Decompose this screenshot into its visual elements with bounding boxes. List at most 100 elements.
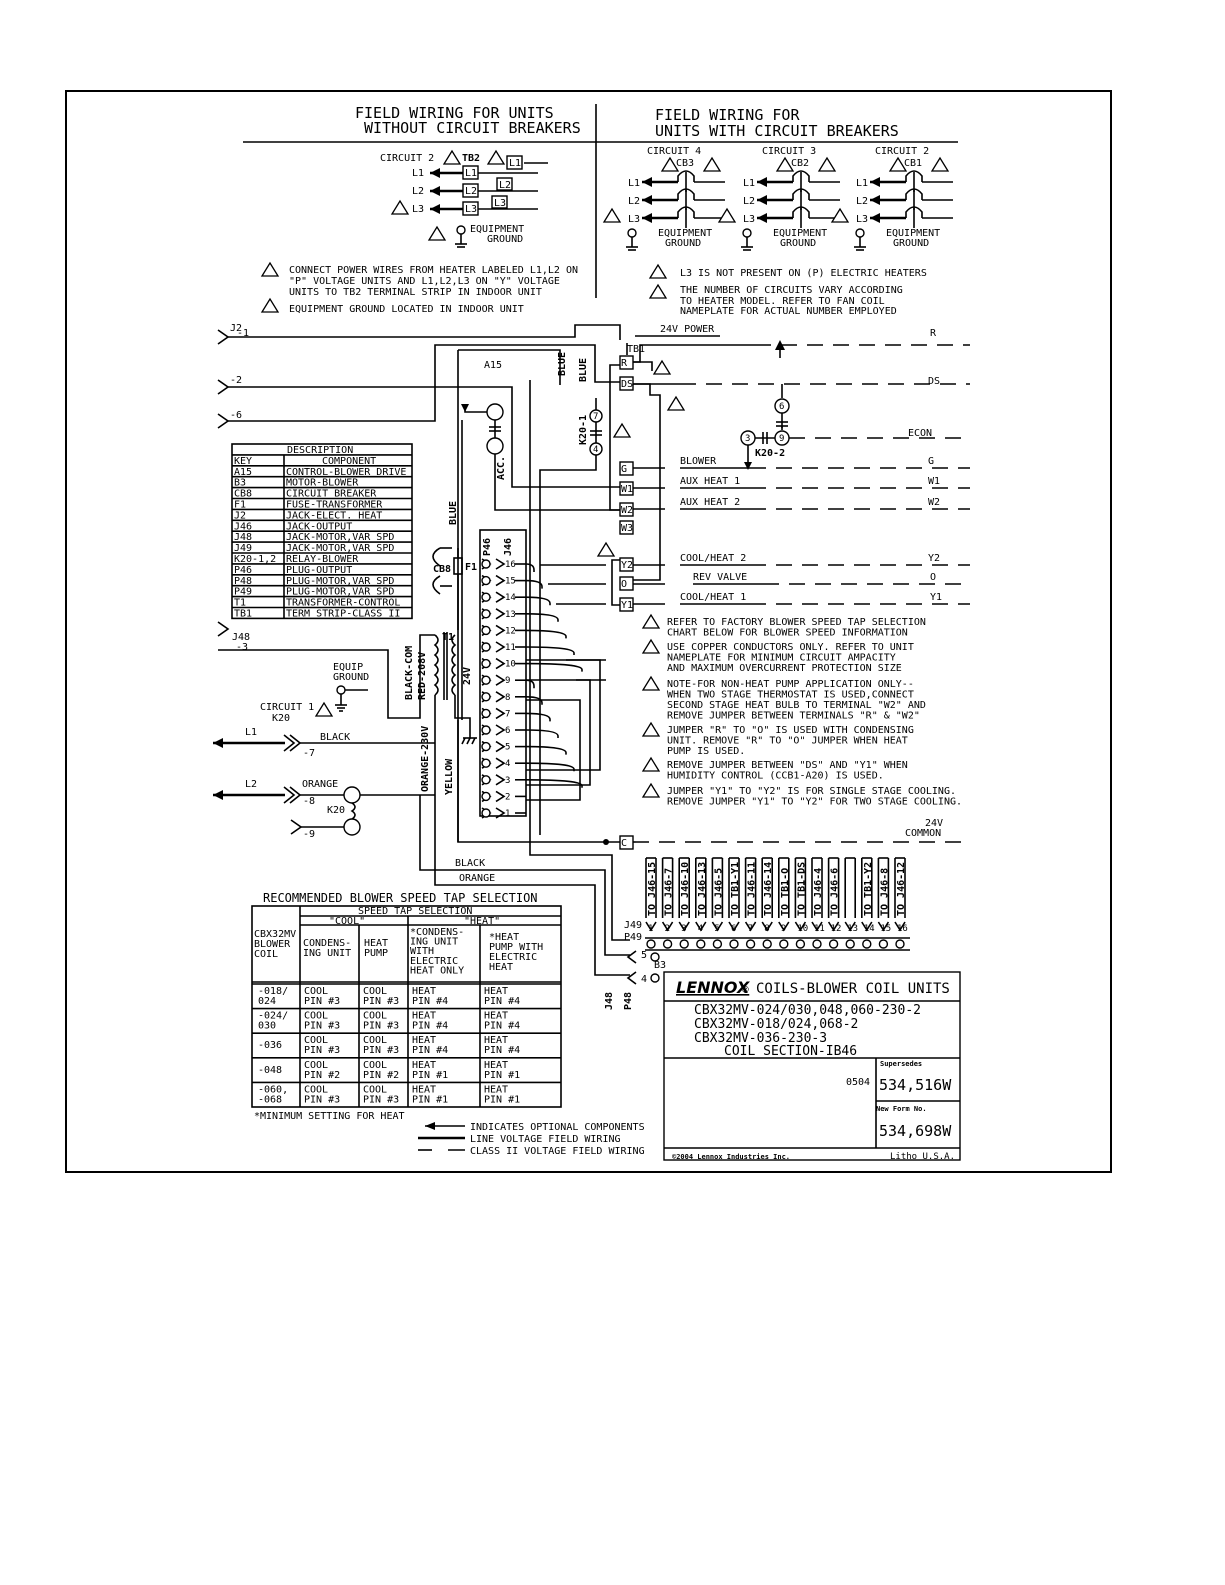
p46-connector-outline (479, 529, 527, 817)
speed-col3-header: HEAT ONLY (410, 965, 464, 976)
note-triangle-icon (652, 359, 672, 375)
mid-note-line: WHEN TWO STAGE THERMOSTAT IS USED,CONNEC… (667, 690, 914, 701)
nb-l1-box-label: L1 (509, 158, 521, 169)
ground-icon (855, 228, 865, 238)
power-24v-label: 24V POWER (660, 324, 715, 335)
main-wiring: J2 -1 -2 -6 A15 BLUE BLUE ACC. K20-1 7 4 (213, 323, 970, 976)
terminal-right-label: O (930, 572, 936, 583)
k20-label: K20 (272, 713, 290, 724)
note-triangle-icon (641, 721, 661, 737)
cool-header: "COOL" (329, 916, 365, 927)
breaker-cb-label: CB1 (904, 158, 922, 169)
blue-wire-label-3: BLUE (448, 501, 459, 525)
right-label-econ: ECON (908, 428, 932, 439)
nb-ground-1: EQUIPMENT (470, 224, 524, 235)
tb1-terminal-label: G (621, 464, 627, 475)
jack-8: -8 (303, 796, 315, 807)
model-2: CBX32MV-018/024,068-2 (694, 1017, 858, 1032)
note-triangle-icon (702, 156, 722, 172)
component-cell: PLUG-MOTOR,VAR SPD (286, 576, 394, 587)
j49-pin-destination: TO J46-12 (896, 862, 907, 916)
j49-socket-icon (745, 939, 756, 949)
speed-pin-cell: COOL (363, 986, 387, 997)
nb-l3-box (491, 195, 508, 209)
speed-col3-header: *CONDENS- (410, 927, 464, 938)
j49-pin-number: 16 (897, 924, 908, 934)
speed-col4-header: *HEAT (489, 932, 519, 943)
j49-pin-number: 2 (665, 924, 670, 934)
note-triangle-icon (641, 782, 661, 798)
legend-class2: CLASS II VOLTAGE FIELD WIRING (470, 1146, 645, 1157)
pin-chevron-icon (778, 921, 790, 932)
pin-chevron-icon (761, 921, 773, 932)
new-form-label: New Form No. (876, 1105, 927, 1113)
relay-num-3: 3 (745, 434, 750, 444)
right-title-2: UNITS WITH CIRCUIT BREAKERS (655, 122, 899, 140)
speed-pin-cell: PIN #1 (484, 1094, 520, 1105)
speed-col4-header: PUMP WITH (489, 942, 543, 953)
pin-chevron-icon (645, 921, 657, 932)
k20-coil-label: K20 (327, 805, 345, 816)
cb8-label: CB8 (433, 564, 451, 575)
speed-col4-header: HEAT (489, 962, 513, 973)
breaker-ground-1: EQUIPMENT (886, 228, 940, 239)
nb-l3-box-label: L3 (494, 198, 506, 209)
note-triangle-icon (442, 149, 462, 165)
relay-num-7: 7 (593, 412, 598, 422)
jack-7: -7 (303, 748, 315, 759)
pin-number: 3 (505, 776, 510, 786)
note-triangle-icon (612, 422, 632, 438)
pin-socket-icon (481, 758, 491, 768)
speed-coil-cell: -060, (258, 1084, 288, 1095)
mid-note-line: PUMP IS USED. (667, 746, 745, 757)
j49-label: J49 (624, 920, 642, 931)
pin-number: 2 (505, 792, 510, 802)
component-cell: JACK-MOTOR,VAR SPD (286, 543, 394, 554)
pin-number: 10 (505, 660, 516, 670)
pin-chevron-icon (678, 921, 690, 932)
tb1-terminal-label: W2 (621, 505, 633, 516)
breaker-switch-icon (677, 206, 695, 218)
jack-9: -9 (303, 829, 315, 840)
breaker-ground-2: GROUND (893, 238, 929, 249)
speed-footnote: *MINIMUM SETTING FOR HEAT (254, 1111, 405, 1122)
top-notes: CONNECT POWER WIRES FROM HEATER LABELED … (260, 261, 927, 317)
j49-pin-destination: TO J46-11 (747, 862, 758, 916)
k20-2-label: K20-2 (755, 448, 785, 459)
breaker-switch-icon (792, 188, 810, 200)
terminal-right-label: W1 (928, 476, 940, 487)
speed-col2-header: HEAT (364, 938, 388, 949)
breaker-line-label: L1 (743, 178, 755, 189)
key-table-title: DESCRIPTION (287, 445, 353, 456)
breaker-switch-icon (792, 206, 810, 218)
terminal-row-label: COOL/HEAT 1 (680, 592, 746, 603)
component-cell: PLUG-MOTOR,VAR SPD (286, 587, 394, 598)
tb2-terminal-l2-text: L2 (465, 186, 477, 197)
speed-pin-cell: HEAT (484, 1060, 508, 1071)
speed-col3-header: WITH (410, 946, 434, 957)
speed-pin-cell: PIN #4 (484, 1021, 520, 1032)
breaker-cb-label: CB2 (791, 158, 809, 169)
relay-num-6: 6 (779, 402, 784, 412)
acc-terminal-icon (486, 403, 504, 421)
breaker-ground-1: EQUIPMENT (773, 228, 827, 239)
nb-l1-label: L1 (412, 168, 424, 179)
note-9: L3 IS NOT PRESENT ON (P) ELECTRIC HEATER… (680, 268, 927, 279)
pin-chevron-icon (495, 574, 506, 587)
speed-coil-cell: -018/ (258, 986, 288, 997)
pin-socket-icon (481, 675, 491, 685)
pin-number: 4 (505, 759, 510, 769)
tb1-terminal-label: C (621, 838, 627, 849)
common-label-2: COMMON (905, 828, 941, 839)
note-triangle-icon (648, 263, 668, 279)
note-triangle-icon (641, 638, 661, 654)
j46-label: J46 (503, 538, 514, 556)
terminal-row-label: AUX HEAT 1 (680, 476, 740, 487)
component-cell: CONTROL-BLOWER DRIVE (286, 467, 406, 478)
j49-socket-icon (679, 939, 689, 949)
title-block-title: COILS-BLOWER COIL UNITS (756, 981, 950, 997)
orange-wire-label: ORANGE (302, 779, 338, 790)
